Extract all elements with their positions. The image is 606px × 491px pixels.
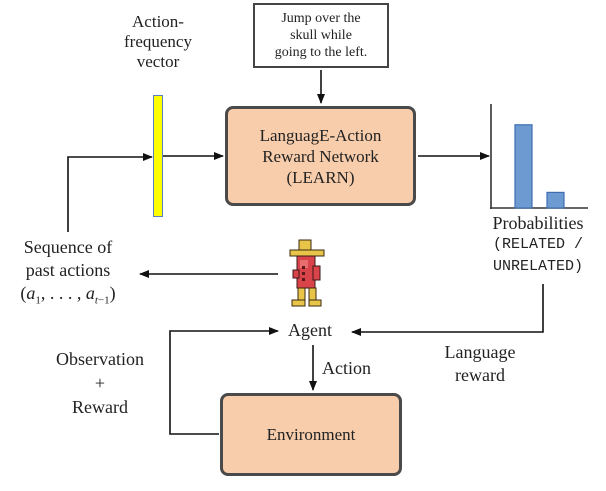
arrow-language-reward-to-agent [351,284,544,336]
observation-line: Observation [56,349,144,369]
action-frequency-vector [153,95,163,217]
learn-line: (LEARN) [286,167,355,187]
arrow-sequence-to-vector [67,153,153,232]
probabilities-title: Probabilities [492,213,584,233]
language-reward-label: Language reward [430,341,530,387]
label-line: frequency [124,32,192,51]
learn-line: LanguagE-Action [259,125,382,145]
label-line: Action- [132,12,184,31]
instruction-line: Jump over the [281,11,361,26]
observation-line: + [94,373,106,393]
environment-label: Environment [266,425,356,444]
learn-network-box: LanguagE-Action Reward Network (LEARN) [225,106,416,206]
label-line: vector [136,52,180,71]
action-frequency-vector-label: Action- frequency vector [108,12,208,72]
probability-bar-related [514,124,533,209]
observation-reward-label: Observation + Reward [30,347,170,419]
sequence-math: (a1, . . . , at−1) [20,283,116,307]
probabilities-sub: UNRELATED) [492,258,583,275]
probabilities-sub: (RELATED / [492,236,583,253]
probability-bar-unrelated [546,191,565,209]
instruction-line: going to the left. [274,45,368,60]
agent-label: Agent [288,320,332,340]
probabilities-label: Probabilities (RELATED / UNRELATED) [470,212,606,278]
agent-sprite-icon [289,239,325,307]
sequence-line: past actions [25,260,111,280]
instruction-line: skull while [290,28,352,43]
learn-line: Reward Network [262,146,379,166]
language-reward-line: Language [444,342,516,362]
sequence-line: Sequence of [23,237,113,257]
arrow-observation-to-agent [169,327,279,435]
observation-line: Reward [72,397,128,417]
environment-box: Environment [220,393,402,476]
sequence-of-past-actions-label: Sequence of past actions (a1, . . . , at… [0,236,136,313]
action-label: Action [322,358,371,378]
instruction-box: Jump over the skull while going to the l… [253,3,389,68]
language-reward-line: reward [455,365,505,385]
